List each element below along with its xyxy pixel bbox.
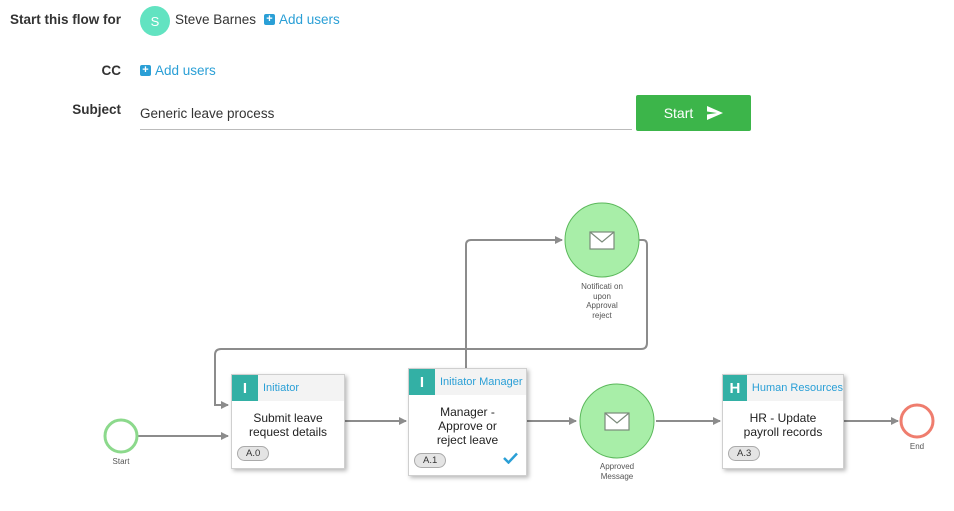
task-role: Human Resources <box>751 382 843 394</box>
task-title: HR - Update payroll records <box>743 411 823 439</box>
plus-icon: + <box>140 65 151 76</box>
task-id-badge: A.0 <box>237 446 270 461</box>
add-users-label: Add users <box>279 12 340 27</box>
role-badge: H <box>723 375 747 401</box>
task-hr-update[interactable]: H Human Resources HR - Update payroll re… <box>722 374 844 469</box>
cc-label: CC <box>101 63 122 78</box>
assigned-user-name: Steve Barnes <box>175 12 257 27</box>
end-event <box>899 403 935 439</box>
envelope-icon <box>589 231 615 250</box>
flow-connector <box>465 236 563 368</box>
send-icon <box>707 106 724 120</box>
start-button[interactable]: Start <box>636 95 751 131</box>
task-id-badge: A.1 <box>414 453 447 468</box>
start-button-label: Start <box>663 105 694 121</box>
envelope-icon <box>604 412 630 431</box>
end-event-label: End <box>909 442 925 451</box>
cc-add-users-link[interactable]: + Add users <box>140 63 216 78</box>
notification-event-label: Notificati on upon Approval reject <box>581 282 623 320</box>
plus-icon: + <box>264 14 275 25</box>
task-id-badge: A.3 <box>728 446 761 461</box>
flow-connector <box>214 239 648 409</box>
start-flow-label: Start this flow for <box>10 12 121 27</box>
task-role: Initiator Manager <box>440 376 523 388</box>
role-badge: I <box>232 375 258 401</box>
role-badge: I <box>409 369 435 395</box>
task-manager-approve[interactable]: I Initiator Manager Manager - Approve or… <box>408 368 527 476</box>
cc-add-users-label: Add users <box>155 63 216 78</box>
start-event <box>103 418 139 454</box>
task-title: Submit leave request details <box>248 411 328 439</box>
start-event-label: Start <box>112 457 130 466</box>
task-submit-leave[interactable]: I Initiator Submit leave request details… <box>231 374 345 469</box>
avatar: S <box>140 6 170 36</box>
subject-input[interactable] <box>140 98 632 130</box>
approved-event-label: Approved Message <box>599 462 635 481</box>
check-icon <box>503 451 518 469</box>
task-role: Initiator <box>263 382 300 394</box>
add-users-link[interactable]: + Add users <box>264 12 340 27</box>
subject-label: Subject <box>72 102 121 117</box>
task-title: Manager - Approve or reject leave <box>436 405 499 447</box>
